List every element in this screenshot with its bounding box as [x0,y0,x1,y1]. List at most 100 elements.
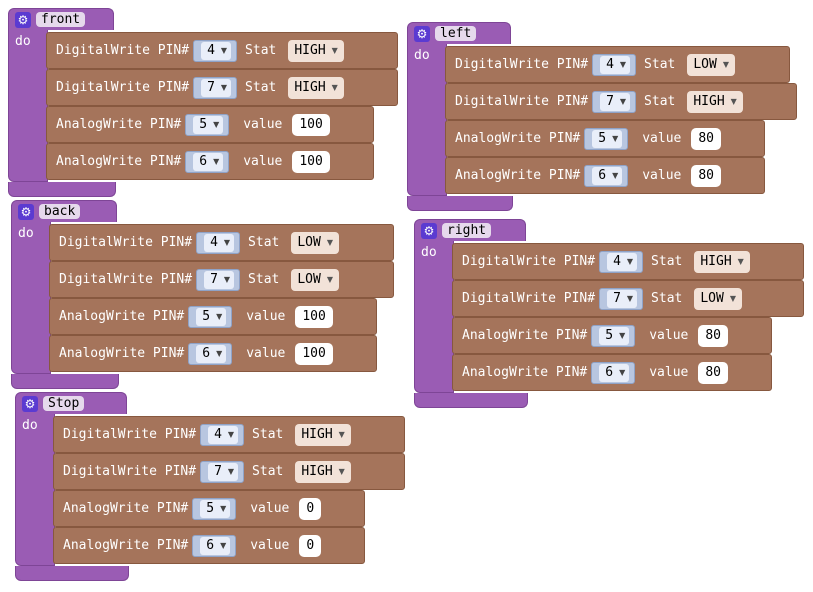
procedure-header[interactable]: ⚙ right [414,219,526,241]
pin-socket: 7▼ [599,287,644,310]
procedure-name-field[interactable]: left [435,26,477,41]
chevron-down-icon: ▼ [326,238,333,247]
pin-dropdown[interactable]: 4▼ [208,425,239,444]
pin-dropdown[interactable]: 6▼ [200,536,231,555]
stat-label: Stat [248,235,280,250]
pin-dropdown[interactable]: 5▼ [599,326,630,345]
value-number-field[interactable]: 80 [691,164,722,187]
analog-write-block[interactable]: AnalogWrite PIN# 5▼ value 100 [46,106,374,143]
chevron-down-icon: ▼ [227,430,235,439]
value-number-field[interactable]: 100 [295,305,333,328]
value-number-field[interactable]: 100 [295,342,333,365]
pin-dropdown[interactable]: 4▼ [201,41,232,60]
chevron-down-icon: ▼ [227,467,235,476]
block-label: DigitalWrite PIN# [59,272,193,287]
chevron-down-icon: ▼ [626,257,634,266]
block-label: AnalogWrite PIN# [56,117,182,132]
gear-icon[interactable]: ⚙ [15,11,31,28]
value-label: value [642,168,682,183]
pin-dropdown[interactable]: 4▼ [600,55,631,74]
procedure-header[interactable]: ⚙ front [8,8,114,30]
pin-socket: 7▼ [200,460,245,483]
pin-dropdown[interactable]: 4▼ [607,252,638,271]
pin-dropdown[interactable]: 5▼ [196,307,227,326]
stat-dropdown[interactable]: LOW▼ [687,53,735,76]
stat-dropdown[interactable]: HIGH▼ [687,90,743,113]
pin-dropdown[interactable]: 6▼ [196,344,227,363]
procedure-header[interactable]: ⚙ left [407,22,511,44]
chevron-down-icon: ▼ [213,157,220,166]
value-number-field[interactable]: 80 [698,324,729,347]
gear-icon[interactable]: ⚙ [18,203,34,220]
procedure-header[interactable]: ⚙ back [11,200,117,222]
value-number-field[interactable]: 0 [299,497,322,520]
stat-dropdown[interactable]: HIGH▼ [288,76,344,99]
stat-dropdown[interactable]: HIGH▼ [295,423,351,446]
pin-value: 5 [199,117,208,132]
value-number-field[interactable]: 100 [292,150,330,173]
procedure-name-field[interactable]: Stop [43,396,85,411]
stat-dropdown[interactable]: LOW▼ [291,268,339,291]
pin-dropdown[interactable]: 7▼ [607,289,638,308]
pin-dropdown[interactable]: 5▼ [200,499,231,518]
procedure-name-field[interactable]: right [442,223,492,238]
pin-dropdown[interactable]: 6▼ [599,363,630,382]
value-label: value [642,131,682,146]
pin-dropdown[interactable]: 7▼ [600,92,631,111]
chevron-down-icon: ▼ [619,368,626,377]
stat-label: Stat [252,464,284,479]
stat-dropdown[interactable]: HIGH▼ [694,250,750,273]
pin-socket: 5▼ [584,127,629,150]
do-label: do [18,226,34,241]
procedure-name-field[interactable]: front [36,12,86,27]
pin-dropdown[interactable]: 7▼ [208,462,239,481]
stat-dropdown[interactable]: LOW▼ [291,231,339,254]
pin-dropdown[interactable]: 5▼ [193,115,224,134]
pin-dropdown[interactable]: 6▼ [592,166,623,185]
stat-dropdown[interactable]: HIGH▼ [295,460,351,483]
pin-dropdown[interactable]: 7▼ [204,270,235,289]
gear-icon[interactable]: ⚙ [421,222,437,239]
pin-dropdown[interactable]: 7▼ [201,78,232,97]
stat-label: Stat [252,427,284,442]
gear-icon[interactable]: ⚙ [414,25,430,42]
procedure-name-field[interactable]: back [39,204,81,219]
stat-dropdown[interactable]: LOW▼ [694,287,742,310]
block-label: DigitalWrite PIN# [462,254,596,269]
pin-dropdown[interactable]: 5▼ [592,129,623,148]
gear-icon[interactable]: ⚙ [22,395,38,412]
value-number-field[interactable]: 100 [292,113,330,136]
value-number-field[interactable]: 0 [299,534,322,557]
value-label: value [243,117,283,132]
chevron-down-icon: ▼ [326,275,333,284]
pin-socket: 7▼ [196,268,241,291]
stat-dropdown[interactable]: HIGH▼ [288,39,344,62]
pin-value: 7 [613,291,621,306]
chevron-down-icon: ▼ [619,97,627,106]
pin-dropdown[interactable]: 4▼ [204,233,235,252]
pin-dropdown[interactable]: 6▼ [193,152,224,171]
pin-value: 5 [202,309,211,324]
value-number-field[interactable]: 80 [698,361,729,384]
value-number-field[interactable]: 80 [691,127,722,150]
procedure-header[interactable]: ⚙ Stop [15,392,127,414]
